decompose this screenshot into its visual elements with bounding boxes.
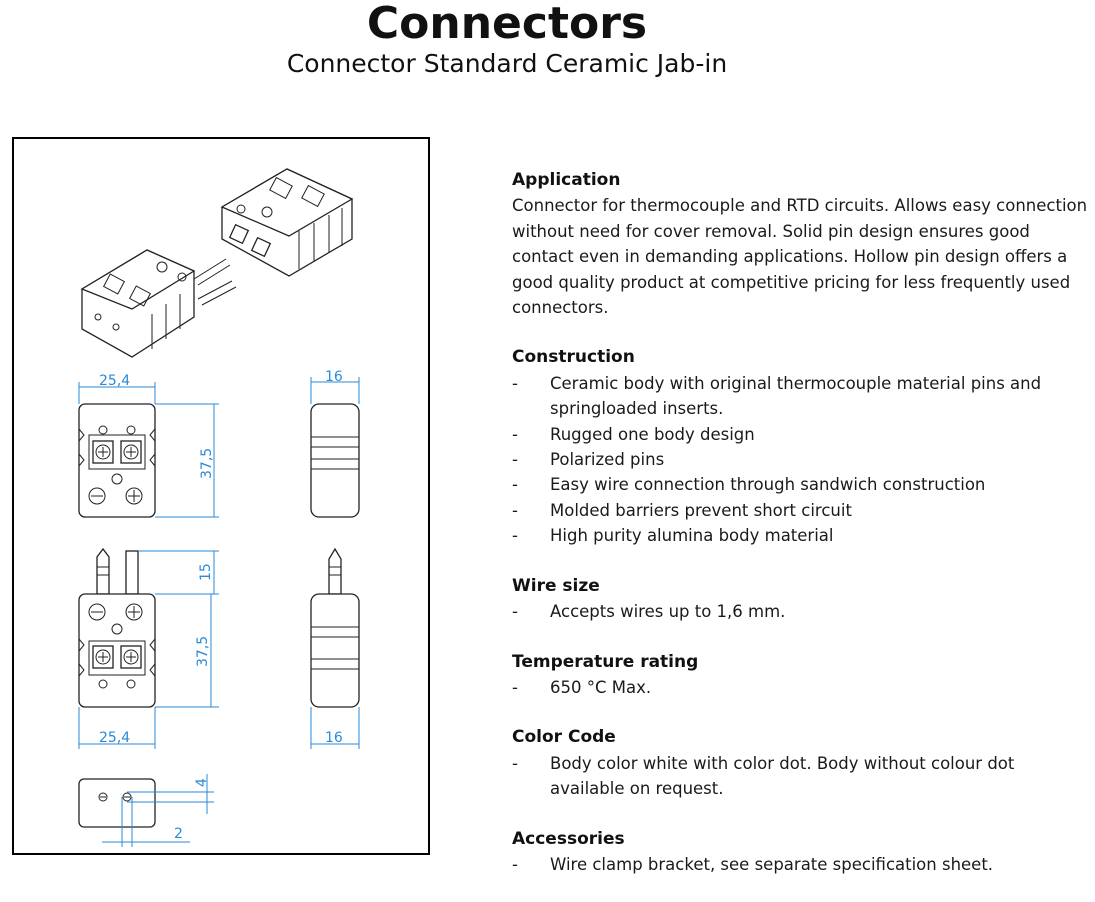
plug-side-view bbox=[310, 547, 360, 708]
section-color-code: Color Code -Body color white with color … bbox=[512, 725, 1092, 801]
technical-drawing-frame: 25,4 37,5 16 bbox=[12, 137, 430, 855]
dim-plug-side-width: 16 bbox=[325, 730, 343, 746]
list-item: -Body color white with color dot. Body w… bbox=[512, 753, 1015, 799]
dim-pin-length: 15 bbox=[198, 563, 214, 581]
section-heading: Application bbox=[512, 170, 621, 190]
section-accessories: Accessories -Wire clamp bracket, see sep… bbox=[512, 827, 1092, 878]
list-item: -Molded barriers prevent short circuit bbox=[512, 500, 852, 520]
bottom-view bbox=[78, 778, 156, 828]
dim-bottom-spacing: 2 bbox=[174, 826, 183, 842]
socket-3d-illustration bbox=[220, 168, 354, 277]
page-title: Connectors bbox=[366, 0, 648, 49]
socket-front-view bbox=[78, 403, 156, 518]
dim-front-width: 25,4 bbox=[99, 373, 130, 389]
plug-3d-illustration bbox=[80, 249, 237, 358]
section-construction: Construction -Ceramic body with original… bbox=[512, 345, 1092, 548]
section-heading: Temperature rating bbox=[512, 651, 699, 672]
list-item: -Accepts wires up to 1,6 mm. bbox=[512, 602, 786, 622]
dim-plug-width: 25,4 bbox=[99, 730, 130, 746]
list-item: -650 °C Max. bbox=[512, 677, 652, 697]
specifications: Application Connector for thermocouple a… bbox=[512, 168, 1092, 902]
list-item: -High purity alumina body material bbox=[512, 526, 834, 546]
section-heading: Color Code bbox=[512, 727, 616, 748]
dim-front-height: 37,5 bbox=[199, 448, 215, 479]
dim-plug-height: 37,5 bbox=[195, 636, 211, 667]
dim-side-width: 16 bbox=[325, 369, 343, 385]
section-text: Connector for thermocouple and RTD circu… bbox=[512, 196, 1088, 318]
section-heading: Accessories bbox=[512, 828, 625, 849]
list-item: -Rugged one body design bbox=[512, 424, 755, 444]
list-item: -Ceramic body with original thermocouple… bbox=[512, 373, 1042, 419]
list-item: -Polarized pins bbox=[512, 450, 665, 470]
list-item: -Wire clamp bracket, see separate specif… bbox=[512, 854, 994, 874]
section-heading: Wire size bbox=[512, 575, 600, 596]
list-item: -Easy wire connection through sandwich c… bbox=[512, 475, 986, 495]
socket-side-view bbox=[310, 403, 360, 518]
section-application: Application Connector for thermocouple a… bbox=[512, 168, 1092, 320]
plug-front-view bbox=[78, 547, 156, 708]
section-temperature-rating: Temperature rating -650 °C Max. bbox=[512, 650, 1092, 701]
section-heading: Construction bbox=[512, 347, 635, 368]
dim-bottom-offset: 4 bbox=[194, 778, 210, 787]
page-subtitle: Connector Standard Ceramic Jab-in bbox=[286, 49, 728, 78]
section-wire-size: Wire size -Accepts wires up to 1,6 mm. bbox=[512, 574, 1092, 625]
technical-drawing: 25,4 37,5 16 bbox=[78, 168, 360, 847]
